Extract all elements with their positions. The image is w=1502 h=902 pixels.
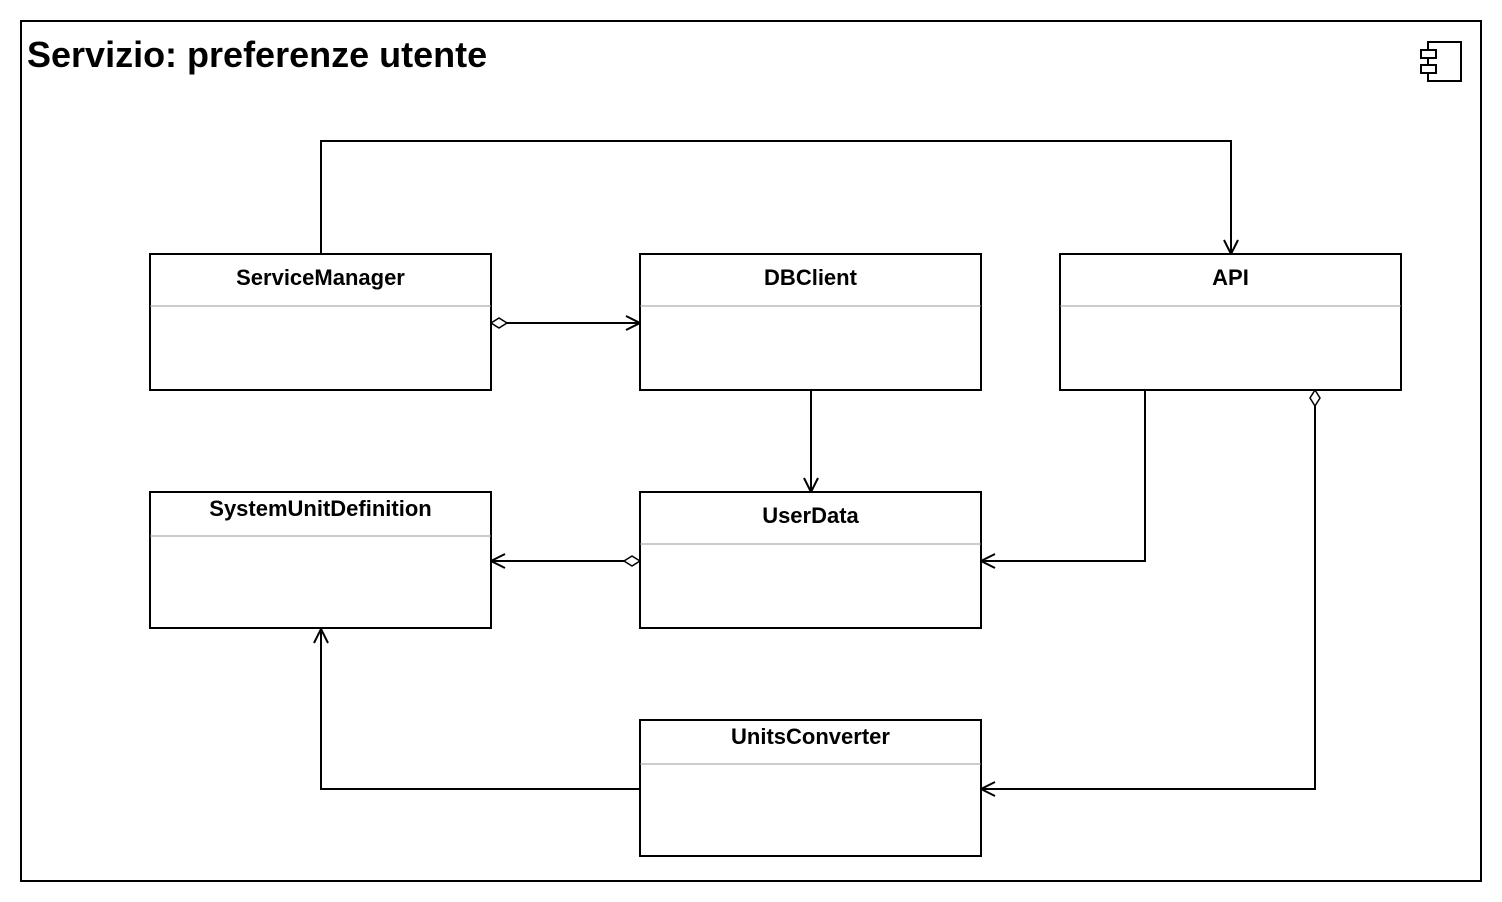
frame-title: Servizio: preferenze utente xyxy=(27,34,487,75)
edge-servicemanager-dbclient xyxy=(489,315,643,331)
class-name-dbclient: DBClient xyxy=(764,265,858,290)
class-name-systemunitdefinition: SystemUnitDefinition xyxy=(209,496,431,521)
class-unitsconverter[interactable]: UnitsConverter xyxy=(639,719,982,857)
class-userdata[interactable]: UserData xyxy=(639,491,982,629)
edge-api-unitsconverter xyxy=(978,388,1321,797)
uml-component-icon xyxy=(1420,41,1462,82)
class-servicemanager[interactable]: ServiceManager xyxy=(149,253,492,391)
class-name-userdata: UserData xyxy=(762,503,859,528)
class-systemunitdefinition[interactable]: SystemUnitDefinition xyxy=(149,491,492,629)
class-name-servicemanager: ServiceManager xyxy=(236,265,405,290)
class-name-unitsconverter: UnitsConverter xyxy=(731,724,890,749)
class-api[interactable]: API xyxy=(1059,253,1402,391)
edge-userdata-systemunitdefinition xyxy=(488,553,642,569)
class-name-api: API xyxy=(1212,265,1249,290)
class-dbclient[interactable]: DBClient xyxy=(639,253,982,391)
